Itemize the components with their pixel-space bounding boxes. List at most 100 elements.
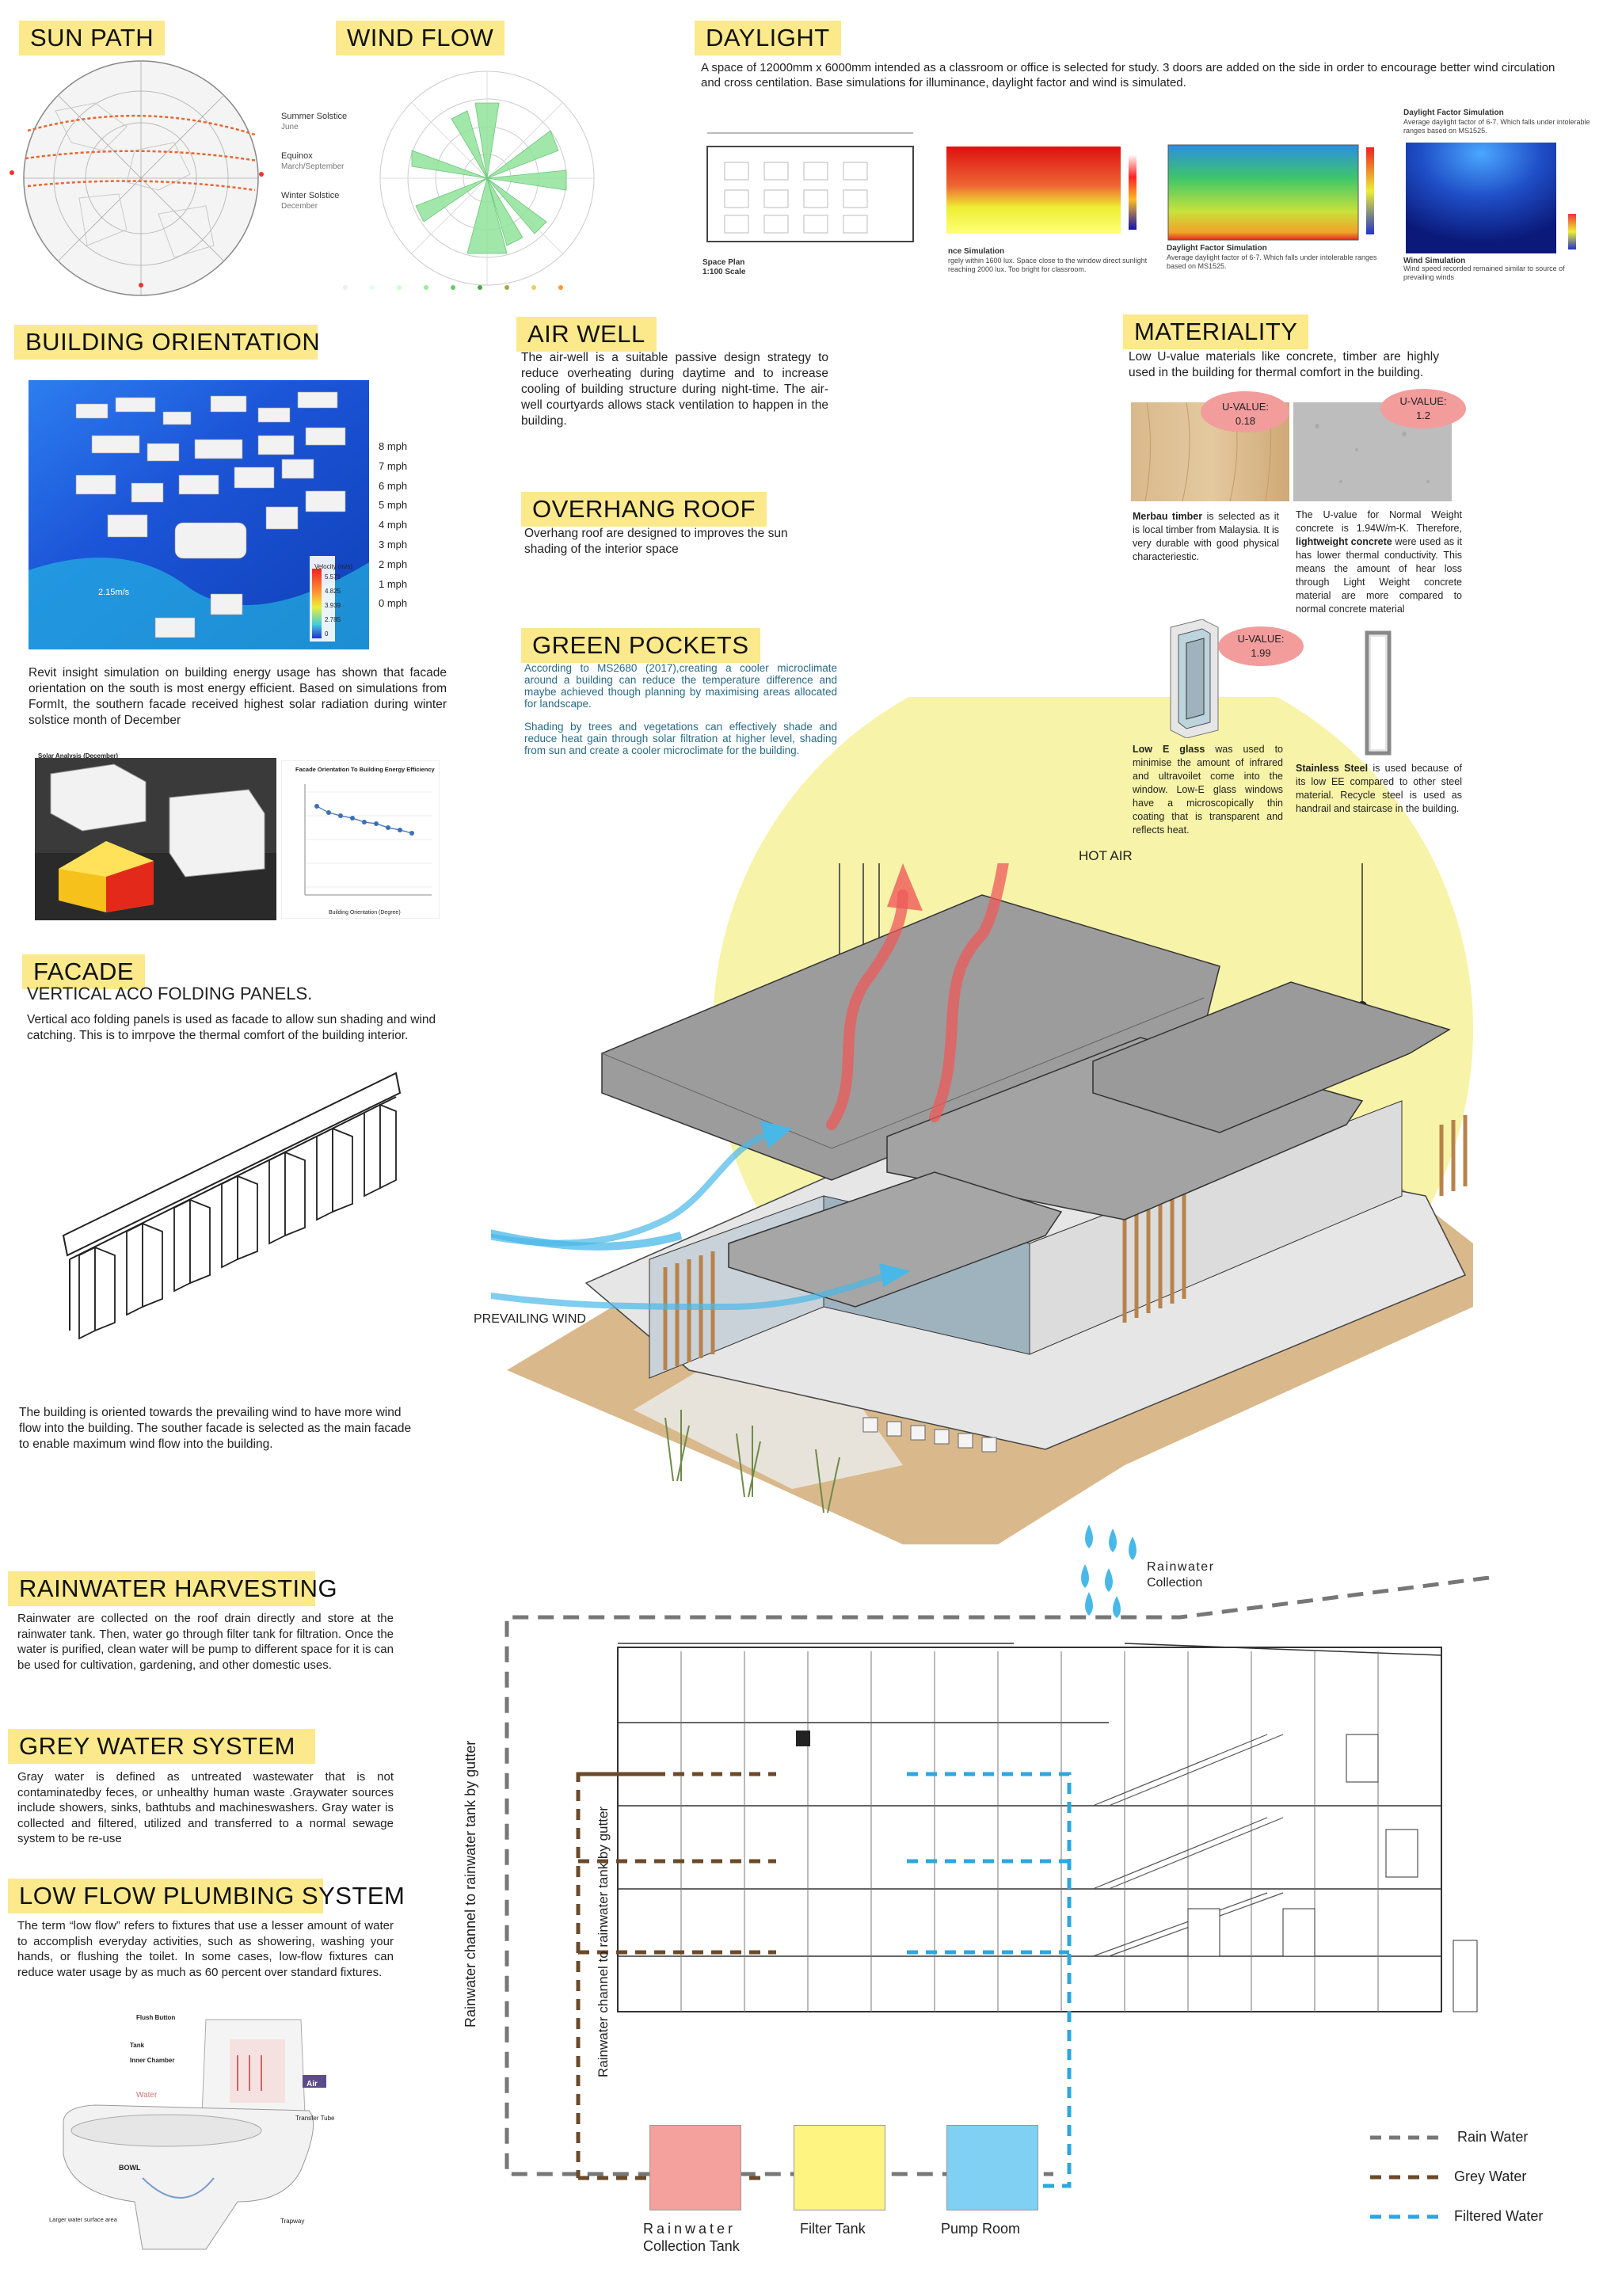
facade-subheading: VERTICAL ACO FOLDING PANELS. [27,984,313,1003]
grey-water-heading: GREY WATER SYSTEM [8,1729,315,1764]
glass-bold: Low E glass [1133,744,1205,755]
mph-tick: 6 mph [379,479,408,492]
glass-text: Low E glass was used to minimise the amo… [1133,743,1283,837]
toilet-label-transfer: Transfer Tube [295,2115,335,2122]
equinox-label: Equinox [281,151,313,161]
toilet-label-bowl: BOWL [119,2164,141,2172]
mph-tick: 7 mph [379,459,408,472]
daylight-heading: DAYLIGHT [695,21,841,55]
u-value-timber-badge [1201,391,1289,432]
folding-panels-drawing [62,1072,402,1340]
facade-heading: FACADE [22,954,146,989]
air-well-heading: AIR WELL [516,317,657,352]
tank2-label: Filter Tank [800,2221,866,2237]
tank1-label-a: Rainwater [643,2221,737,2237]
steel-text: Stainless Steel is used because of its l… [1296,762,1462,816]
legend-rain-water: Rain Water [1457,2129,1529,2145]
velocity-legend-label: Velocity (m/s) [314,563,353,570]
space-plan-drawing [706,132,914,242]
rain-drops-icon [1081,1525,1137,1618]
merbau-text: Merbau timber is selected as it is local… [1133,510,1279,564]
toilet-label-trapway: Trapway [280,2218,305,2225]
daylight-factor-note: Average daylight factor of 6-7. Which fa… [1167,253,1377,270]
building-axonometric [491,863,1473,1544]
mph-tick: 8 mph [379,440,408,452]
u-value-glass: U-VALUE: 1.99 [1237,633,1285,659]
sun-path-labels: Summer Solstice June Equinox March/Septe… [281,111,347,212]
wind-rose-legend [343,285,563,290]
mph-tick: 3 mph [379,538,408,550]
overhang-roof-heading: OVERHANG ROOF [521,492,767,527]
mph-tick: 0 mph [379,597,408,610]
mph-tick: 5 mph [379,499,408,512]
winter-solstice-label: Winter Solstice [281,191,340,200]
building-orientation-heading: BUILDING ORIENTATION [14,325,320,360]
u-value-timber: U-VALUE: 0.18 [1222,401,1269,427]
mph-scale: 8 mph 7 mph 6 mph 5 mph 4 mph 3 mph 2 mp… [379,437,407,614]
velocity-value: 0 [325,630,329,638]
legend-swatches [1370,2135,1441,2219]
concrete-bold: lightweight concrete [1296,536,1392,547]
solar-analysis-image [35,758,276,920]
summer-solstice-label: Summer Solstice [281,112,348,121]
velocity-value: 4.825 [325,588,341,595]
wind-simulation-title: Wind Simulation [1403,257,1466,265]
u-value-concrete-badge [1380,389,1466,428]
concrete-desc-a: The U-value for Normal Weight concrete i… [1296,509,1462,534]
sun-path-heading: SUN PATH [19,21,166,55]
toilet-label-water: Water [136,2091,158,2100]
steel-desc: is used because of its low EE compared t… [1296,763,1462,814]
facade-orientation-chart [281,760,440,919]
daylight-factor-note-2: Average daylight factor of 6-7. Which fa… [1403,118,1590,135]
stainless-steel-frame [1365,630,1392,756]
velocity-value: 2.785 [325,616,341,623]
legend-grey-water: Grey Water [1454,2168,1527,2184]
concrete-desc-b: were used as it has lower thermal conduc… [1296,536,1463,615]
overhang-roof-body: Overhang roof are designed to improves t… [524,527,788,556]
air-well-body: The air-well is a suitable passive desig… [521,351,828,428]
facade-chart-title: Facade Orientation To Building Energy Ef… [295,766,435,773]
daylight-factor-title-2: Daylight Factor Simulation [1403,109,1504,117]
hot-air-label: HOT AIR [1079,848,1133,863]
low-e-glass-window [1170,619,1219,738]
u-value-concrete: U-VALUE: 1.2 [1399,395,1447,421]
green-pockets-body-2: Shading by trees and vegetations can eff… [524,721,837,756]
grey-water-body: Gray water is defined as untreated waste… [17,1770,394,1845]
materiality-body: Low U-value materials like concrete, tim… [1129,350,1439,379]
merbau-desc: is selected as it is local timber from M… [1133,511,1279,562]
toilet-label-surface: Larger water surface area [49,2216,117,2223]
green-pockets-body-1: According to MS2680 (2017),creating a co… [524,662,837,710]
toilet-label-tank: Tank [130,2042,145,2049]
equinox-month-label: March/September [281,162,345,171]
green-pockets-heading: GREEN POCKETS [521,628,760,663]
solar-analysis-title: Solar Analysis (December) [38,752,119,760]
space-plan-scale: 1:100 Scale [702,268,746,276]
low-flow-heading: LOW FLOW PLUMBING SYSTEM [8,1879,405,1913]
rainwater-channel-label-1: Rainwater channel to rainwater tank by g… [463,1740,478,2028]
velocity-value: 5.571 [325,573,341,581]
daylight-factor-title: Daylight Factor Simulation [1167,244,1267,253]
wind-velocity-simulation [29,380,369,649]
toilet-label-air: Air [307,2080,318,2088]
daylight-factor-simulation [1167,144,1374,241]
space-plan-label: Space Plan [702,258,745,267]
water-section-drawing [504,1576,1490,2188]
mph-tick: 2 mph [379,558,408,570]
rainwater-channel-label-2: Rainwater channel to rainwater tank by g… [596,1806,611,2077]
mph-tick: 4 mph [379,519,408,531]
velocity-value: 3.939 [325,602,341,609]
wind-rose-diagram [379,70,595,286]
toilet-label-inner: Inner Chamber [130,2057,175,2064]
facade-body: Vertical aco folding panels is used as f… [27,1013,436,1042]
rainwater-harvesting-heading: RAINWATER HARVESTING [8,1571,337,1606]
illuminance-simulation [946,147,1137,234]
rainwater-collection-tank [649,2125,741,2210]
rainwater-body: Rainwater are collected on the roof drai… [17,1612,394,1672]
illuminance-note: rgely within 1600 lux. Space close to th… [948,257,1148,273]
materiality-heading: MATERIALITY [1123,314,1309,349]
filter-tank [794,2125,885,2210]
wind-simulation [1406,143,1576,253]
steel-bold: Stainless Steel [1296,763,1369,774]
prevailing-wind-label: PREVAILING WIND [474,1312,586,1326]
rainwater-collection-label-2: Collection [1147,1576,1203,1590]
